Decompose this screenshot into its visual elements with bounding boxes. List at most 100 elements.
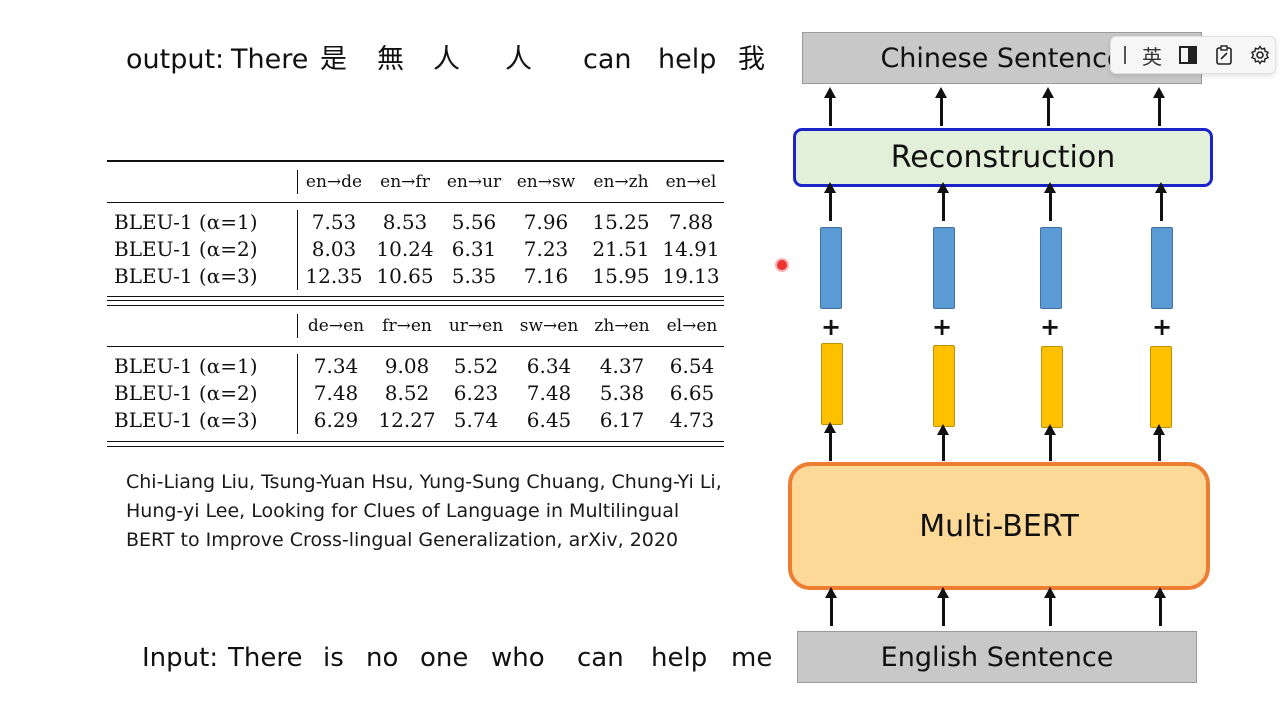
table-divider <box>297 170 298 194</box>
table-header: en→fr <box>380 172 430 192</box>
table-cell: 8.53 <box>382 210 428 234</box>
table-cell: 7.48 <box>526 381 572 405</box>
table-cell: 6.31 <box>451 237 497 261</box>
ime-language-label: 英 <box>1142 44 1162 69</box>
table-divider <box>297 354 298 434</box>
arrow-up-icon <box>1044 587 1056 626</box>
plus-sign: + <box>820 313 842 341</box>
table-cell: 6.45 <box>526 408 572 432</box>
arrow-up-icon <box>1155 182 1167 221</box>
table-cell: 12.35 <box>305 264 363 288</box>
english-sentence-label: English Sentence <box>880 641 1114 673</box>
table-cell: 4.73 <box>669 408 715 432</box>
output-word: 無 <box>377 44 404 75</box>
language-vector <box>820 227 842 309</box>
arrow-up-icon <box>825 587 837 626</box>
output-label: output: <box>126 44 225 75</box>
table-header: en→sw <box>516 172 576 192</box>
clipboard-icon[interactable] <box>1209 37 1239 73</box>
table-rule <box>107 441 724 442</box>
table-rule <box>107 160 724 162</box>
arrow-up-icon <box>824 182 836 221</box>
table-cell: 7.88 <box>668 210 714 234</box>
table-cell: 5.56 <box>451 210 497 234</box>
table-cell: 6.23 <box>453 381 499 405</box>
arrow-up-icon <box>824 422 836 461</box>
table-cell: 14.91 <box>662 237 720 261</box>
row-label: BLEU-1 (α=2) <box>114 381 258 405</box>
table-cell: 4.37 <box>599 354 645 378</box>
input-word: one <box>420 643 469 673</box>
plus-sign: + <box>931 313 953 341</box>
table-cell: 8.03 <box>311 237 357 261</box>
gear-icon[interactable] <box>1245 37 1275 73</box>
table-cell: 19.13 <box>662 264 720 288</box>
input-word: is <box>323 643 344 673</box>
arrow-up-icon <box>1154 587 1166 626</box>
reconstruction-label: Reconstruction <box>890 140 1116 175</box>
output-word: 是 <box>320 44 347 75</box>
output-word: help <box>658 44 717 75</box>
output-word: can <box>583 44 632 75</box>
table-cell: 7.34 <box>313 354 359 378</box>
ime-language-toggle[interactable]: 英 <box>1137 37 1167 73</box>
table-header: zh→en <box>594 316 650 336</box>
citation-text: Chi-Liang Liu, Tsung-Yuan Hsu, Yung-Sung… <box>126 471 722 551</box>
arrow-up-icon <box>937 182 949 221</box>
table-cell: 5.74 <box>453 408 499 432</box>
arrow-up-icon <box>1153 87 1165 126</box>
table-cell: 6.34 <box>526 354 572 378</box>
input-word: who <box>491 643 545 673</box>
table-divider <box>297 210 298 290</box>
table-cell: 7.53 <box>311 210 357 234</box>
split-panel-icon[interactable] <box>1173 37 1203 73</box>
table-header: el→en <box>666 316 718 336</box>
input-word: no <box>366 643 399 673</box>
table-rule <box>107 202 724 203</box>
output-word: 人 <box>433 44 460 75</box>
table-cell: 15.95 <box>592 264 650 288</box>
table-rule <box>107 446 724 447</box>
arrow-up-icon <box>937 424 949 461</box>
table-header: fr→en <box>382 316 432 336</box>
table-cell: 15.25 <box>592 210 650 234</box>
language-vector <box>933 227 955 309</box>
arrow-up-icon <box>937 587 949 626</box>
row-label: BLEU-1 (α=3) <box>114 264 258 288</box>
table-header: ur→en <box>448 316 504 336</box>
table-cell: 7.23 <box>523 237 569 261</box>
table-cell: 7.96 <box>523 210 569 234</box>
multi-bert-label: Multi-BERT <box>919 508 1079 544</box>
bert-output-vector <box>1041 346 1063 428</box>
table-cell: 9.08 <box>384 354 430 378</box>
table-divider <box>297 314 298 338</box>
input-word: can <box>577 643 624 673</box>
input-word: help <box>651 643 708 673</box>
arrow-up-icon <box>824 87 836 126</box>
table-rule <box>107 296 724 297</box>
multi-bert-box: Multi-BERT <box>788 462 1210 590</box>
output-word: 人 <box>505 44 532 75</box>
row-label: BLEU-1 (α=3) <box>114 408 258 432</box>
row-label: BLEU-1 (α=1) <box>114 210 258 234</box>
table-cell: 6.29 <box>313 408 359 432</box>
arrow-up-icon <box>1044 182 1056 221</box>
language-vector <box>1151 227 1173 309</box>
input-label: Input: <box>142 643 219 673</box>
bert-output-vector <box>933 345 955 427</box>
cursor-bar-icon[interactable] <box>1115 37 1135 73</box>
output-word: 我 <box>738 44 765 75</box>
plus-sign: + <box>1039 313 1061 341</box>
table-cell: 21.51 <box>592 237 650 261</box>
chinese-sentence-label: Chinese Sentence <box>880 42 1124 74</box>
row-label: BLEU-1 (α=2) <box>114 237 258 261</box>
table-header: en→zh <box>593 172 649 192</box>
table-cell: 7.16 <box>523 264 569 288</box>
language-vector <box>1040 227 1062 309</box>
table-cell: 12.27 <box>378 408 436 432</box>
bert-output-vector <box>1150 346 1172 428</box>
table-rule <box>107 305 724 306</box>
reconstruction-box: Reconstruction <box>793 128 1213 187</box>
table-header: de→en <box>307 316 365 336</box>
table-cell: 10.24 <box>376 237 434 261</box>
